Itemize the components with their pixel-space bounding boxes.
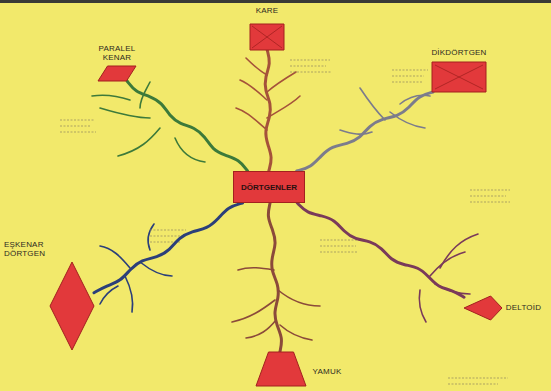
quadrilateral-figure [98, 66, 136, 81]
twig [175, 138, 205, 162]
topic-title: DÖRTGENLER [241, 183, 297, 192]
diagonal-lines [252, 26, 282, 48]
twig [232, 300, 275, 322]
quadrilateral-node: DELTOİD [464, 296, 542, 320]
paralelkenar-twigs [92, 82, 205, 162]
twig [148, 224, 154, 250]
twig [240, 80, 267, 100]
shape-heading: YAMUK [312, 367, 342, 376]
quadrilateral-figure [432, 62, 486, 92]
red-shape [464, 296, 502, 320]
shape-heading: DELTOİD [505, 303, 542, 312]
twig [140, 262, 172, 276]
red-shape [432, 62, 486, 92]
branch-connector [94, 203, 243, 293]
eskenar-twigs [100, 224, 172, 312]
quadrilateral-figure [464, 296, 502, 320]
quadrilateral-node: EŞKENAR DÖRTGEN [4, 240, 94, 350]
diagonal-lines [435, 65, 483, 89]
branch-connector [265, 50, 271, 171]
central-topic-box: DÖRTGENLER [233, 171, 305, 203]
twig [360, 88, 385, 120]
quadrilateral-figure [50, 262, 94, 350]
twig [440, 234, 478, 268]
note-scribble [470, 190, 510, 202]
red-shape [50, 262, 94, 350]
note-scribble [60, 120, 96, 132]
branch-connector [127, 81, 248, 171]
quadrilateral-node: DİKDÖRTGEN [431, 48, 488, 92]
red-shape [256, 352, 306, 386]
quadrilateral-figure [250, 24, 284, 50]
twig [100, 246, 130, 268]
twig [236, 108, 267, 130]
twig [246, 58, 267, 75]
twig [390, 112, 425, 128]
quadrilateral-node: KARE [250, 6, 284, 50]
note-scribble [320, 240, 360, 252]
twig [246, 320, 276, 338]
branch-connector [268, 203, 281, 352]
shape-heading: EŞKENAR DÖRTGEN [4, 240, 47, 258]
twig [92, 95, 130, 100]
quadrilateral-figure [256, 352, 306, 386]
red-shape [98, 66, 136, 81]
note-scribble [392, 70, 428, 82]
twig [280, 325, 312, 340]
twig [125, 276, 133, 312]
twig [278, 290, 320, 306]
twig [267, 72, 296, 92]
dikdortgen-twigs [340, 88, 430, 134]
shape-heading: DİKDÖRTGEN [431, 48, 488, 57]
quadrilateral-node: PARALEL KENAR [98, 44, 136, 81]
pencil-notes [60, 60, 510, 384]
twig [118, 128, 160, 156]
shape-heading: PARALEL KENAR [98, 44, 136, 62]
note-scribble [448, 378, 508, 384]
twig [238, 268, 274, 270]
twig [267, 96, 300, 118]
branch-connector [297, 92, 433, 171]
twig [419, 290, 426, 322]
branch-connector [297, 203, 464, 297]
shape-heading: KARE [255, 6, 279, 15]
twig [100, 108, 150, 118]
quadrilateral-node: YAMUK [256, 352, 342, 386]
note-scribble [290, 60, 332, 72]
red-shape [250, 24, 284, 50]
photo-edge [0, 0, 551, 3]
